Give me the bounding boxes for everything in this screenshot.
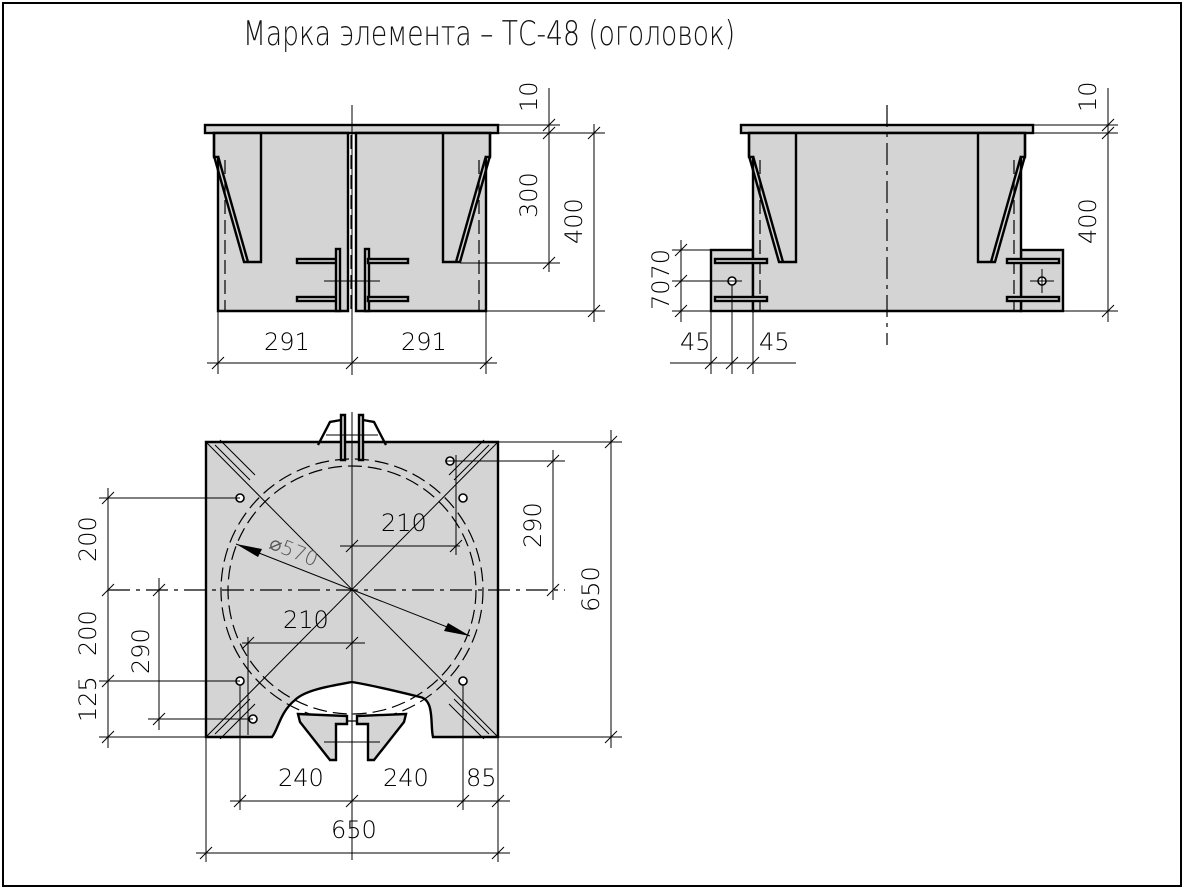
- plan-dim-200-upper: 200: [74, 516, 102, 562]
- left-gusset: [212, 133, 263, 264]
- plan-dim-125: 125: [74, 676, 102, 722]
- front-dim-291-left: 291: [264, 328, 310, 356]
- front-dim-400: 400: [560, 198, 588, 244]
- right-gusset: [441, 133, 492, 264]
- side-view: 10 400 7070 45 45: [647, 81, 1118, 374]
- drawing-title: Марка элемента – ТС-48 (оголовок): [242, 14, 736, 54]
- bottom-right-bracket: [355, 712, 408, 762]
- plan-dim-290-left: 290: [127, 628, 155, 674]
- plan-dim-85: 85: [466, 764, 497, 792]
- right-body: [354, 131, 492, 313]
- plan-dim-240-right: 240: [383, 764, 429, 792]
- front-dim-10: 10: [515, 81, 543, 112]
- bottom-left-bracket: [296, 712, 349, 762]
- plan-dim-240-left: 240: [278, 764, 324, 792]
- left-body: [212, 131, 350, 313]
- side-dim-45-right: 45: [759, 328, 790, 356]
- side-dim-7070: 7070: [647, 249, 675, 310]
- side-dim-45-left: 45: [680, 328, 711, 356]
- front-view: 10 300 400 291 291: [203, 81, 605, 375]
- plan-dim-290-right: 290: [519, 502, 547, 548]
- front-dim-291-right: 291: [401, 328, 447, 356]
- plan-dim-210-bottom: 210: [283, 606, 329, 634]
- plan-view: ⌀570 210 210 290 650 200 200 125: [74, 412, 622, 862]
- side-dim-10: 10: [1074, 81, 1102, 112]
- front-dim-300: 300: [515, 172, 543, 218]
- plan-dim-650-horizontal: 650: [331, 816, 377, 844]
- plan-dim-200-middle: 200: [74, 610, 102, 656]
- side-dim-400: 400: [1074, 198, 1102, 244]
- plan-dim-210-top: 210: [381, 509, 427, 537]
- plan-dim-650-vertical: 650: [577, 566, 605, 612]
